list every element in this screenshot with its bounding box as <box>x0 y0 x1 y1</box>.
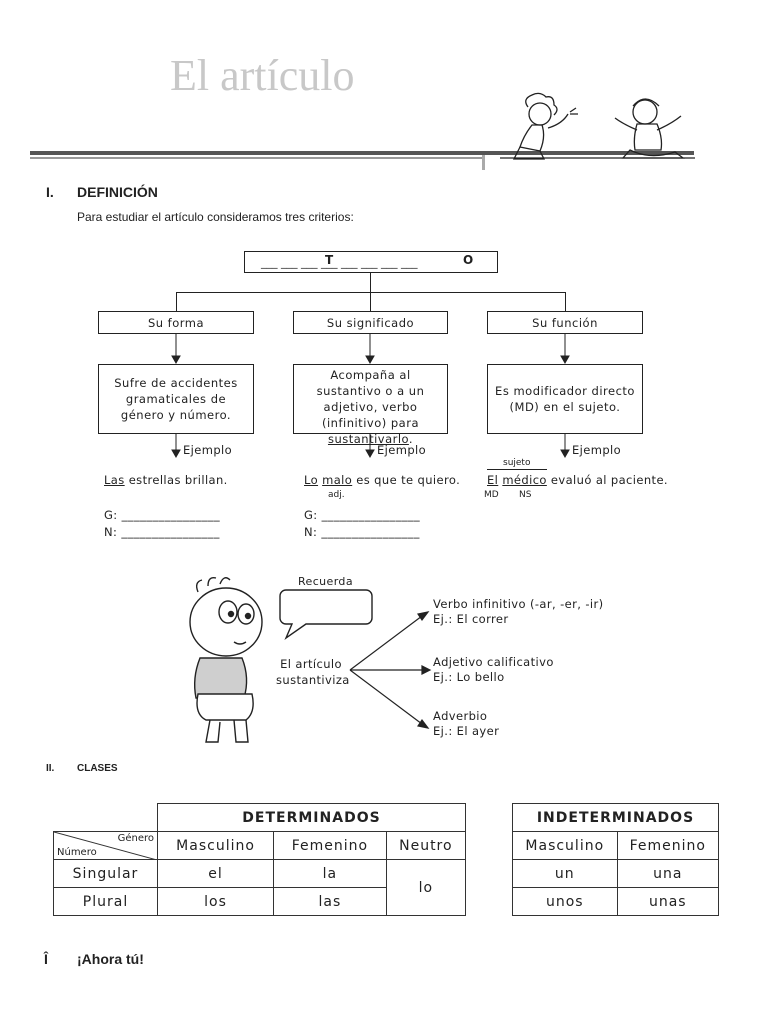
indeterminados-header: INDETERMINADOS <box>512 803 719 832</box>
item-example: Ej.: El correr <box>433 612 509 626</box>
md-tag: MD <box>484 490 499 500</box>
sustantiviza-item: Adjetivo calificativo Ej.: Lo bello <box>433 655 554 685</box>
root-box: ___ ___ ___ ___ ___ ___ ___ ___ T O <box>244 251 498 273</box>
row-header: Plural <box>53 887 158 916</box>
determinados-header: DETERMINADOS <box>157 803 466 832</box>
sustantiviza-label: El artículo sustantiviza <box>276 657 350 687</box>
number-blank: N: ________________ <box>304 525 420 539</box>
desc-box-forma: Sufre de accidentes gramaticales de géne… <box>98 364 254 434</box>
sujeto-bracket <box>487 469 547 470</box>
ejemplo-label: Ejemplo <box>377 443 427 457</box>
header-rule-tick <box>482 155 485 170</box>
sustantiviza-item: Adverbio Ej.: El ayer <box>433 709 499 739</box>
connector <box>370 273 371 292</box>
ejemplo-label: Ejemplo <box>572 443 622 457</box>
section-title: CLASES <box>77 763 118 774</box>
ejemplo-label: Ejemplo <box>183 443 233 457</box>
example-article: Lo <box>304 473 319 487</box>
row-header: Singular <box>53 859 158 888</box>
table-cell: las <box>273 887 387 916</box>
item-title: Verbo infinitivo (-ar, -er, -ir) <box>433 597 604 611</box>
criterion-box-funcion: Su función <box>487 311 643 334</box>
col-header: Masculino <box>512 831 618 860</box>
corner-cell: Género Número <box>53 831 158 860</box>
diagonal-line <box>54 832 157 860</box>
root-letter-t: T <box>325 253 334 267</box>
table-cell: unas <box>616 887 720 916</box>
root-blanks: ___ ___ ___ ___ ___ ___ ___ ___ <box>261 256 418 269</box>
example-rest: evaluó al paciente. <box>546 473 668 487</box>
desc-significado-underlined: sustantivarlo <box>327 432 409 446</box>
desc-significado-period: . <box>408 432 414 446</box>
desc-box-funcion: Es modificador directo (MD) en el sujeto… <box>487 364 643 434</box>
recuerda-bubble: Recuerda <box>298 575 353 588</box>
table-cell: un <box>512 859 618 888</box>
example-significado: Lo malo es que te quiero. <box>304 473 460 487</box>
criterion-box-significado: Su significado <box>293 311 448 334</box>
col-header: Masculino <box>156 831 275 860</box>
example-article: El <box>487 473 499 487</box>
criterion-box-forma: Su forma <box>98 311 254 334</box>
table-cell: lo <box>385 859 467 916</box>
example-rest: es que te quiero. <box>352 473 461 487</box>
example-funcion: El médico evaluó al paciente. <box>487 473 668 487</box>
table-cell: unos <box>512 887 618 916</box>
desc-significado-text: Acompaña al sustantivo o a un adjetivo, … <box>316 368 425 430</box>
connector <box>176 292 566 293</box>
example-noun: médico <box>502 473 547 487</box>
header-rule-thin <box>30 157 485 159</box>
boy-illustration <box>189 576 373 743</box>
adj-tag: adj. <box>328 490 345 500</box>
indeterminados-table: INDETERMINADOS Masculino Femenino un una… <box>512 803 720 916</box>
gender-blank: G: ________________ <box>104 508 221 522</box>
table-cell: los <box>156 887 275 916</box>
gender-blank: G: ________________ <box>304 508 421 522</box>
bullet-icon: Î <box>44 951 48 967</box>
ahora-tu-heading: ¡Ahora tú! <box>77 951 144 967</box>
col-header: Femenino <box>616 831 720 860</box>
connector <box>565 292 566 311</box>
item-example: Ej.: El ayer <box>433 724 500 738</box>
table-cell: el <box>156 859 275 888</box>
sustantiviza-item: Verbo infinitivo (-ar, -er, -ir) Ej.: El… <box>433 597 604 627</box>
ns-tag: NS <box>519 490 532 500</box>
section-number: II. <box>46 763 55 774</box>
section-title: DEFINICIÓN <box>77 184 158 200</box>
numero-label: Número <box>57 847 97 858</box>
header-rule <box>30 151 694 155</box>
item-example: Ej.: Lo bello <box>433 670 505 684</box>
desc-box-significado: Acompaña al sustantivo o a un adjetivo, … <box>293 364 448 446</box>
number-blank: N: ________________ <box>104 525 220 539</box>
branch-arrows <box>349 611 432 729</box>
genero-label: Género <box>117 833 154 844</box>
example-forma: Las estrellas brillan. <box>104 473 228 487</box>
col-header: Femenino <box>273 831 387 860</box>
page-title: El artículo <box>170 51 355 100</box>
sujeto-tag: sujeto <box>503 458 531 468</box>
root-letter-o: O <box>463 253 474 267</box>
diagram-arrows <box>171 334 570 459</box>
children-illustration <box>500 92 695 160</box>
table-cell: la <box>273 859 387 888</box>
section-number: I. <box>46 184 54 200</box>
example-article: Las <box>104 473 125 487</box>
col-header: Neutro <box>385 831 467 860</box>
connector <box>176 292 177 311</box>
table-cell: una <box>616 859 720 888</box>
connector <box>370 292 371 311</box>
example-adjective: malo <box>322 473 353 487</box>
example-rest: estrellas brillan. <box>124 473 228 487</box>
item-title: Adjetivo calificativo <box>433 655 554 669</box>
intro-text: Para estudiar el artículo consideramos t… <box>77 210 354 224</box>
item-title: Adverbio <box>433 709 488 723</box>
determinados-table: DETERMINADOS Género Número Masculino Fem… <box>53 803 467 916</box>
